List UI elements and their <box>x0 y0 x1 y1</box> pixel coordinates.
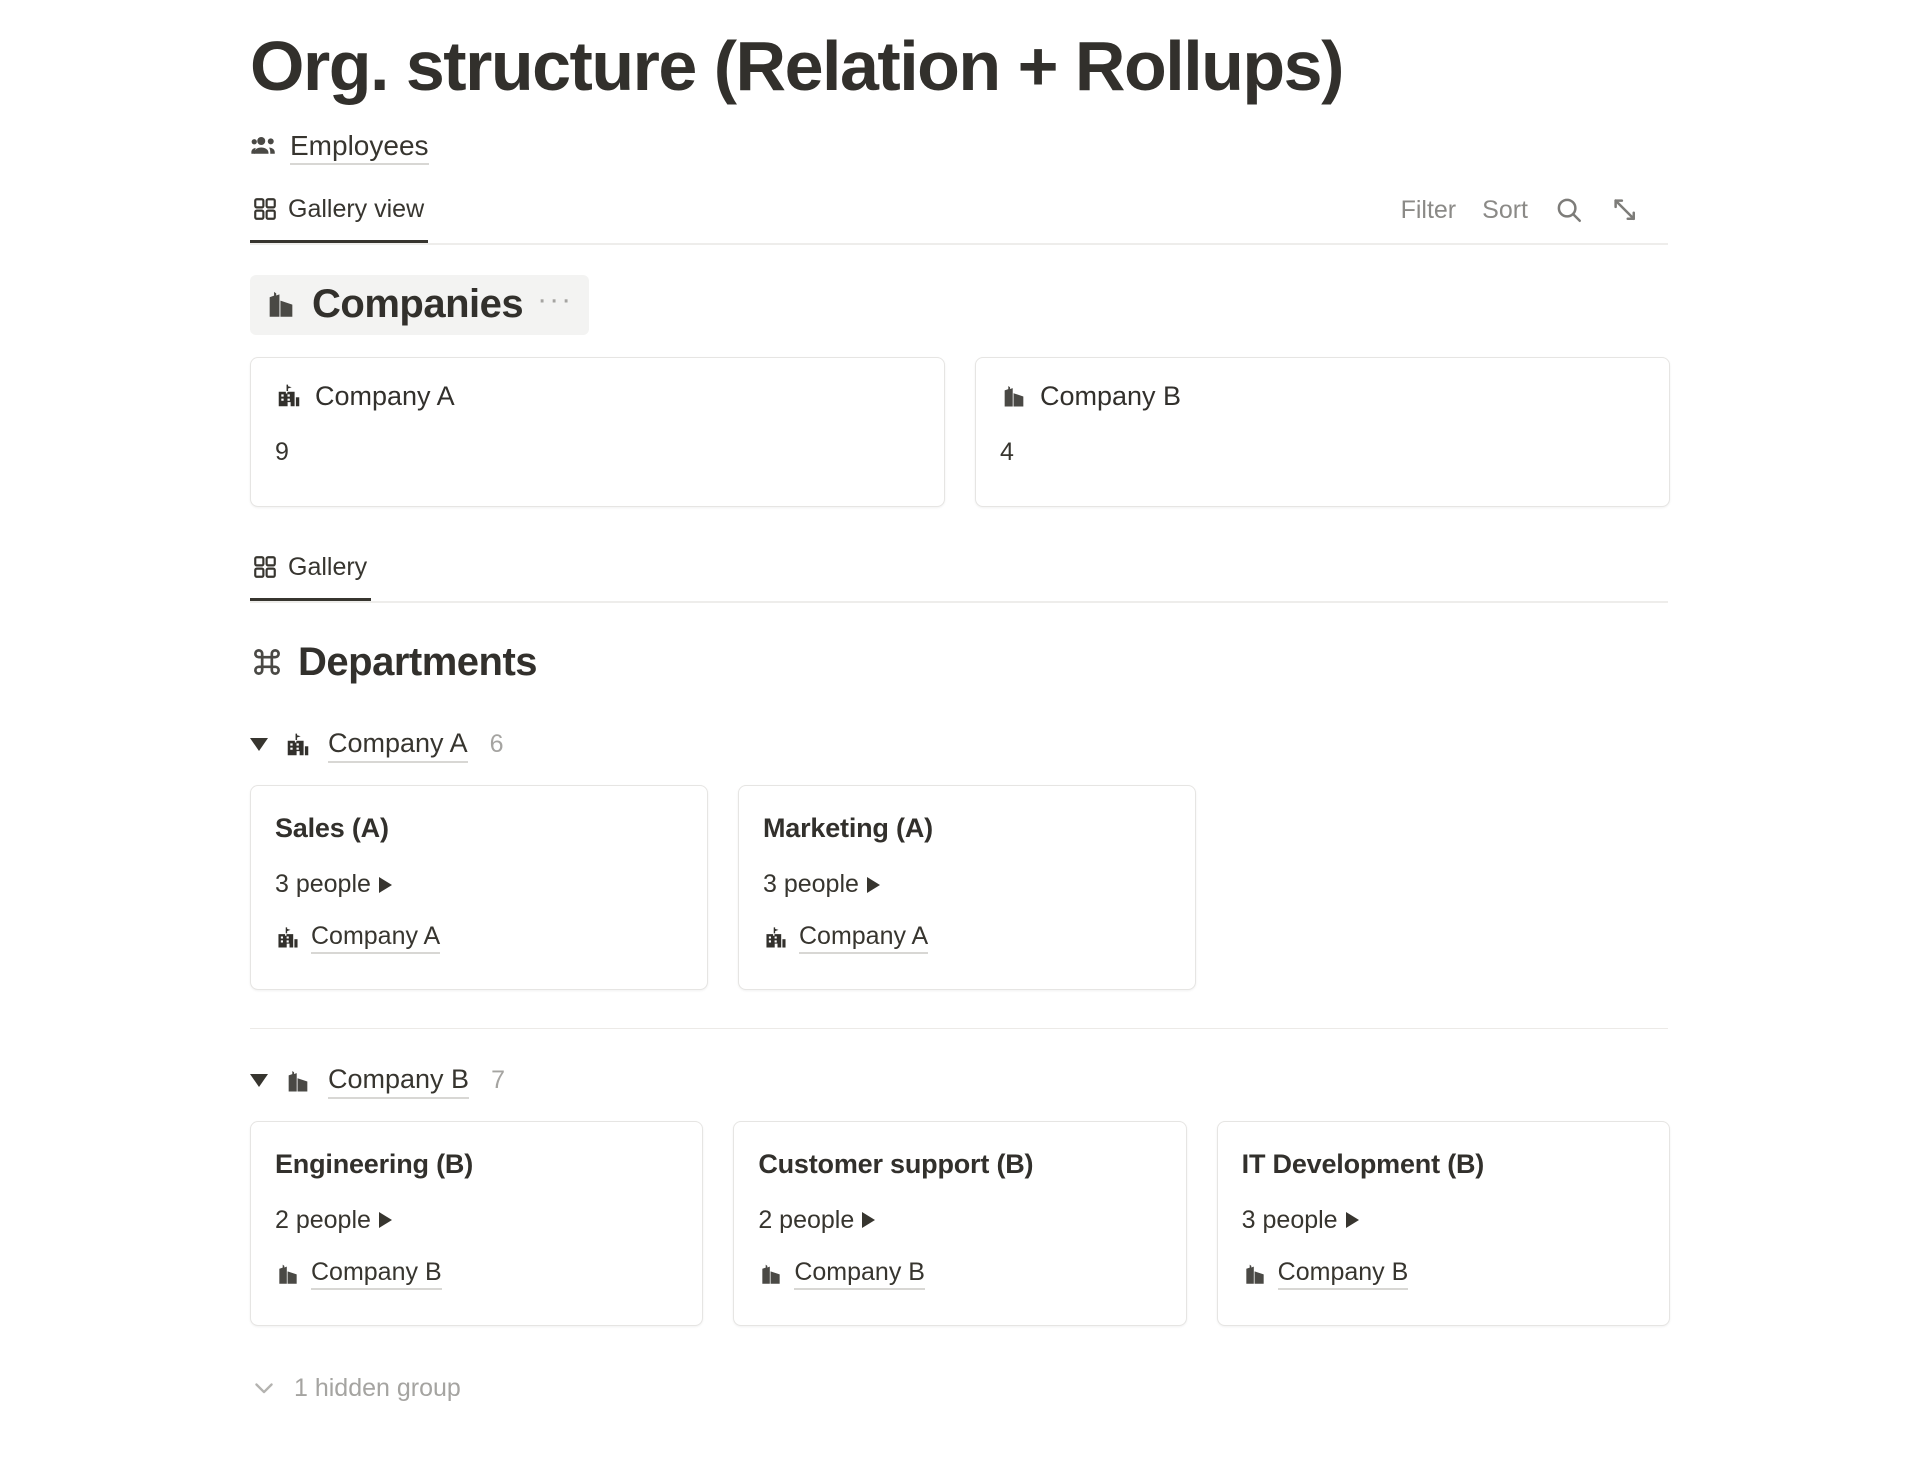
command-icon <box>250 645 284 679</box>
department-card-rollup-label: 3 people <box>275 870 371 899</box>
department-card-rollup: 2 people <box>275 1206 678 1235</box>
group-header-company-a[interactable]: Company A 6 <box>250 727 1670 763</box>
department-card-rollup: 3 people <box>763 870 1171 899</box>
departments-view-tabs: Gallery <box>250 543 371 601</box>
people-icon <box>250 131 280 161</box>
expand-relation-triangle-icon[interactable] <box>378 1212 392 1229</box>
group-count: 7 <box>491 1066 505 1095</box>
school-building-icon <box>275 925 301 951</box>
expand-relation-triangle-icon[interactable] <box>378 876 392 893</box>
source-database-row: Employees <box>250 128 1670 165</box>
company-card-value: 4 <box>1000 438 1014 467</box>
department-card-relation-link[interactable]: Company B <box>311 1257 442 1291</box>
department-card-relation-link[interactable]: Company A <box>311 921 441 955</box>
department-card-rollup: 2 people <box>758 1206 1161 1235</box>
department-card-title: Sales (A) <box>275 812 389 843</box>
city-buildings-icon <box>264 287 298 321</box>
expand-relation-triangle-icon[interactable] <box>1345 1212 1359 1229</box>
school-building-icon <box>275 382 303 410</box>
department-card-rollup-label: 2 people <box>275 1205 371 1234</box>
expand-relation-triangle-icon[interactable] <box>862 1212 876 1229</box>
city-buildings-icon <box>284 1067 312 1095</box>
page-title: Org. structure (Relation + Rollups) <box>250 27 1344 105</box>
department-card-relation-link[interactable]: Company B <box>1277 1257 1409 1291</box>
department-card-rollup-label: 2 people <box>758 1205 855 1234</box>
departments-card-row-company-b: Engineering (B) 2 people Company B <box>250 1120 1670 1326</box>
department-card-relation: Company A <box>763 921 1171 955</box>
company-card-name: Company A <box>315 381 455 411</box>
departments-view-toolbar: Gallery <box>250 543 1668 603</box>
grid-icon <box>252 196 278 222</box>
hidden-group-label: 1 hidden group <box>294 1373 461 1402</box>
department-card-rollup-label: 3 people <box>763 870 859 899</box>
group-link-company-b[interactable]: Company B <box>328 1063 470 1099</box>
school-building-icon <box>763 925 789 951</box>
group-count: 6 <box>489 730 504 759</box>
toolbar-actions: Filter Sort <box>1401 195 1668 233</box>
department-card-relation: Company B <box>758 1257 1161 1291</box>
chevron-down-icon <box>250 1374 278 1402</box>
department-card-rollup: 3 people <box>1242 1206 1645 1235</box>
search-icon[interactable] <box>1554 195 1584 225</box>
tab-gallery-label: Gallery <box>288 552 368 581</box>
department-card[interactable]: Customer support (B) 2 people Company B <box>733 1120 1187 1326</box>
tab-gallery-view[interactable]: Gallery view <box>250 185 428 243</box>
grid-icon <box>252 554 278 580</box>
page-content: Org. structure (Relation + Rollups) Empl… <box>250 0 1670 1403</box>
companies-section-menu[interactable]: ··· <box>537 283 574 316</box>
group-divider <box>250 1027 1668 1029</box>
departments-card-row-company-a: Sales (A) 3 people Company A <box>250 784 1670 990</box>
tab-gallery[interactable]: Gallery <box>250 543 371 601</box>
department-card-title: Engineering (B) <box>275 1148 473 1179</box>
department-card[interactable]: IT Development (B) 3 people Company B <box>1216 1120 1670 1326</box>
department-card-relation: Company A <box>275 921 683 955</box>
department-card-rollup: 3 people <box>275 870 683 899</box>
company-card-title-row: Company B <box>1000 380 1645 412</box>
department-card-title: IT Development (B) <box>1241 1148 1485 1179</box>
view-toolbar: Gallery view Filter Sort <box>250 185 1668 245</box>
department-card-title: Marketing (A) <box>763 812 933 843</box>
company-card-name: Company B <box>1040 381 1182 411</box>
hidden-group-toggle[interactable]: 1 hidden group <box>250 1374 1670 1403</box>
department-card-title: Customer support (B) <box>758 1148 1034 1179</box>
company-card-value: 9 <box>275 438 289 467</box>
company-card-title-row: Company A <box>275 380 920 412</box>
expand-diagonal-icon[interactable] <box>1610 195 1640 225</box>
city-buildings-icon <box>1242 1261 1268 1287</box>
departments-section-title: Departments <box>298 640 538 684</box>
collapse-triangle-icon[interactable] <box>250 1074 268 1088</box>
filter-button[interactable]: Filter <box>1400 195 1457 224</box>
city-buildings-icon <box>1000 382 1028 410</box>
school-building-icon <box>284 731 312 759</box>
department-card-relation-link[interactable]: Company A <box>799 921 929 955</box>
expand-relation-triangle-icon[interactable] <box>866 876 880 893</box>
department-card[interactable]: Engineering (B) 2 people Company B <box>250 1120 704 1326</box>
companies-section-header[interactable]: Companies ··· <box>250 275 590 335</box>
collapse-triangle-icon[interactable] <box>250 738 268 752</box>
source-database-link[interactable]: Employees <box>290 128 429 165</box>
departments-section-header[interactable]: Departments <box>250 633 538 693</box>
view-tabs: Gallery view <box>250 185 428 243</box>
departments-toolbar-actions <box>1640 568 1668 576</box>
company-card[interactable]: Company B 4 <box>975 357 1670 507</box>
city-buildings-icon <box>275 1261 301 1287</box>
company-card[interactable]: Company A 9 <box>250 357 945 507</box>
sort-button[interactable]: Sort <box>1482 195 1528 224</box>
group-link-company-a[interactable]: Company A <box>328 727 468 763</box>
companies-section-title: Companies <box>312 282 524 326</box>
department-card-relation: Company B <box>1242 1257 1645 1291</box>
group-header-company-b[interactable]: Company B 7 <box>250 1063 1670 1099</box>
department-card-rollup-label: 3 people <box>1241 1205 1338 1234</box>
companies-card-row: Company A 9 Company B 4 <box>250 357 1670 507</box>
department-card[interactable]: Marketing (A) 3 people Company A <box>738 784 1196 990</box>
department-card[interactable]: Sales (A) 3 people Company A <box>250 784 708 990</box>
department-card-relation: Company B <box>275 1257 678 1291</box>
city-buildings-icon <box>758 1261 784 1287</box>
department-card-relation-link[interactable]: Company B <box>794 1257 925 1291</box>
tab-gallery-view-label: Gallery view <box>288 194 425 223</box>
